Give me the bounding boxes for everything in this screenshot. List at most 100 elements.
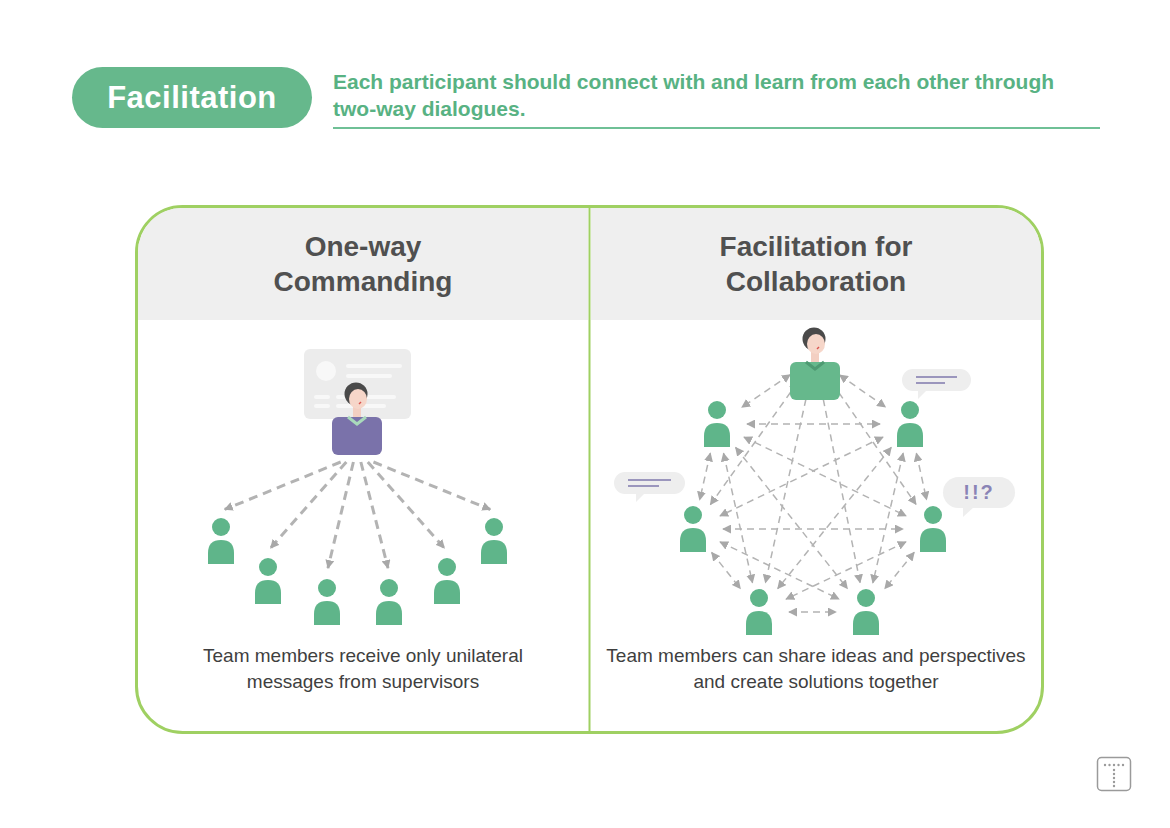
person-head (708, 401, 726, 419)
bubble-tail (636, 493, 645, 502)
bubble-line (628, 479, 671, 481)
column-heading: Facilitation for Collaboration (681, 229, 951, 299)
board-line (346, 364, 402, 368)
logo-dot (1122, 764, 1124, 766)
subtitle-text: Each participant should connect with and… (333, 68, 1093, 122)
speech-bubble (902, 369, 971, 399)
person-head (485, 518, 503, 536)
person-icon (208, 518, 234, 564)
person-icon (746, 589, 772, 635)
person-icon (376, 579, 402, 625)
dialogue-arrow (778, 447, 891, 588)
supervisor-icon (790, 328, 840, 401)
subtitle-underline (333, 127, 1100, 129)
person-body (255, 580, 281, 604)
bubble-line (916, 382, 945, 384)
logo-dot (1117, 764, 1119, 766)
person-head (380, 579, 398, 597)
column-panel: One-way CommandingTeam members receive o… (138, 208, 588, 731)
dialogue-arrow (916, 453, 926, 499)
board-panel (304, 349, 411, 419)
dialogue-arrow (723, 528, 903, 530)
person-icon (680, 506, 706, 552)
bubble-line (628, 485, 659, 487)
supervisor-face (349, 389, 367, 409)
supervisor-face (807, 334, 825, 354)
person-icon (481, 518, 507, 564)
heading-pill: Facilitation (72, 67, 312, 128)
person-head (684, 506, 702, 524)
board-dot (316, 361, 336, 381)
logo-dot (1113, 764, 1115, 766)
supervisor-body (790, 362, 840, 400)
column-panel: !!?Facilitation for CollaborationTeam me… (591, 208, 1041, 731)
person-icon (434, 558, 460, 604)
person-head (901, 401, 919, 419)
person-head (259, 558, 277, 576)
column-header-band: One-way Commanding (138, 208, 588, 320)
bubble-tail (918, 390, 927, 399)
person-head (438, 558, 456, 576)
person-icon (853, 589, 879, 635)
person-body (376, 601, 402, 625)
bubble-body (614, 472, 685, 494)
person-body (481, 540, 507, 564)
bubble-tail (963, 507, 974, 517)
command-arrow (328, 462, 353, 568)
dialogue-arrow (786, 542, 906, 599)
command-arrow (225, 462, 341, 509)
heading-text: Facilitation (107, 80, 277, 116)
supervisor-collar (348, 417, 366, 424)
person-icon (897, 401, 923, 447)
column-header-band: Facilitation for Collaboration (591, 208, 1041, 320)
logo-dot (1113, 777, 1115, 779)
dialogue-arrow (821, 387, 860, 582)
person-icon (314, 579, 340, 625)
dialogue-arrow (736, 448, 848, 589)
person-body (853, 611, 879, 635)
dialogue-arrow (724, 453, 753, 582)
person-body (897, 423, 923, 447)
board-line (346, 374, 392, 378)
person-body (434, 580, 460, 604)
supervisor-mouth (359, 402, 361, 404)
dialogue-arrow (712, 552, 741, 588)
column-caption: Team members receive only unilateral mes… (163, 643, 563, 695)
exclamation-text: !!? (963, 480, 995, 505)
person-head (318, 579, 336, 597)
brand-logo (1098, 758, 1131, 791)
person-body (680, 528, 706, 552)
supervisor-mouth (817, 347, 819, 349)
bubble-body (902, 369, 971, 391)
command-arrow (373, 462, 490, 509)
person-icon (255, 558, 281, 604)
person-body (208, 540, 234, 564)
dialogue-arrow (720, 437, 883, 516)
person-head (924, 506, 942, 524)
supervisor-collar (806, 362, 824, 369)
supervisor-body (332, 417, 382, 455)
bubble-line (916, 376, 957, 378)
dialogue-arrow (873, 453, 903, 583)
board-line (314, 395, 330, 399)
logo-frame (1098, 758, 1131, 791)
person-head (857, 589, 875, 607)
person-body (746, 611, 772, 635)
person-icon (704, 401, 730, 447)
logo-dot (1113, 781, 1115, 783)
logo-dot (1104, 764, 1106, 766)
logo-dot (1108, 764, 1110, 766)
presentation-board (304, 349, 411, 419)
person-icon (920, 506, 946, 552)
person-head (750, 589, 768, 607)
logo-dot (1113, 773, 1115, 775)
logo-dot (1113, 785, 1115, 787)
person-body (314, 601, 340, 625)
bubble-body (943, 477, 1015, 508)
dialogue-arrow (744, 437, 906, 516)
board-line (314, 404, 330, 408)
supervisor-icon (332, 383, 382, 456)
caption-holder: Team members receive only unilateral mes… (138, 643, 588, 695)
dialogue-arrow (840, 375, 886, 407)
